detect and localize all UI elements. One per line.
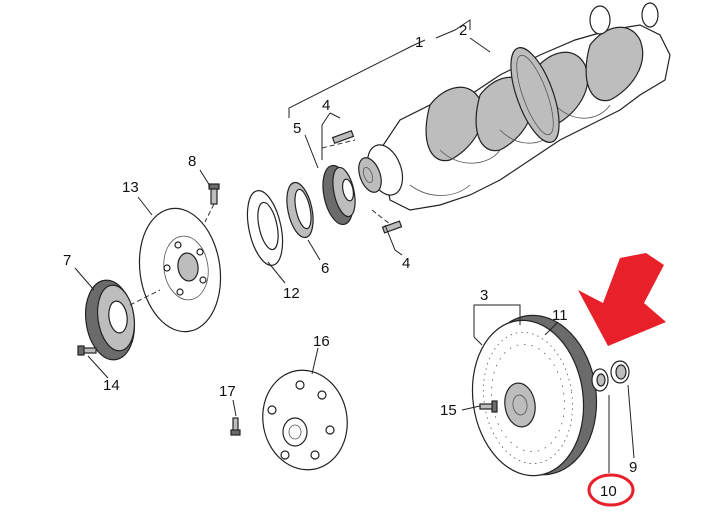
- callout-10: 10: [600, 483, 617, 500]
- callout-9: 9: [629, 459, 637, 476]
- crank-gear: [322, 164, 356, 226]
- flex-plate: [262, 369, 348, 471]
- highlight-arrow: [578, 253, 666, 346]
- bolt-8: [204, 183, 220, 223]
- crank-pulley: [84, 279, 161, 361]
- bolt-upper: [321, 129, 356, 149]
- pilot-bearing: [591, 368, 609, 392]
- callout-2: 2: [459, 22, 467, 39]
- bearing-spacer: [610, 360, 630, 384]
- bolt-17: [230, 417, 241, 436]
- callout-4-upper: 4: [322, 97, 330, 114]
- highlight-circle: [587, 473, 635, 507]
- callout-15: 15: [440, 402, 457, 419]
- callout-6: 6: [321, 260, 329, 277]
- vibration-damper: [138, 207, 222, 333]
- seal-ring: [286, 181, 314, 239]
- callout-12: 12: [283, 285, 300, 302]
- callout-13: 13: [122, 179, 139, 196]
- flywheel: [471, 314, 598, 477]
- callout-1: 1: [415, 34, 423, 51]
- callout-4-lower: 4: [402, 255, 410, 272]
- callout-7: 7: [63, 252, 71, 269]
- callout-11: 11: [552, 307, 568, 324]
- callout-16: 16: [313, 333, 330, 350]
- leader-lines: [74, 19, 635, 473]
- callout-8: 8: [188, 153, 196, 170]
- callout-3: 3: [480, 287, 488, 304]
- callout-17: 17: [219, 383, 236, 400]
- callout-14: 14: [103, 377, 120, 394]
- callout-5: 5: [293, 120, 301, 137]
- crankshaft: [358, 2, 671, 211]
- thrust-washer: [246, 190, 284, 266]
- bolt-14: [77, 345, 97, 356]
